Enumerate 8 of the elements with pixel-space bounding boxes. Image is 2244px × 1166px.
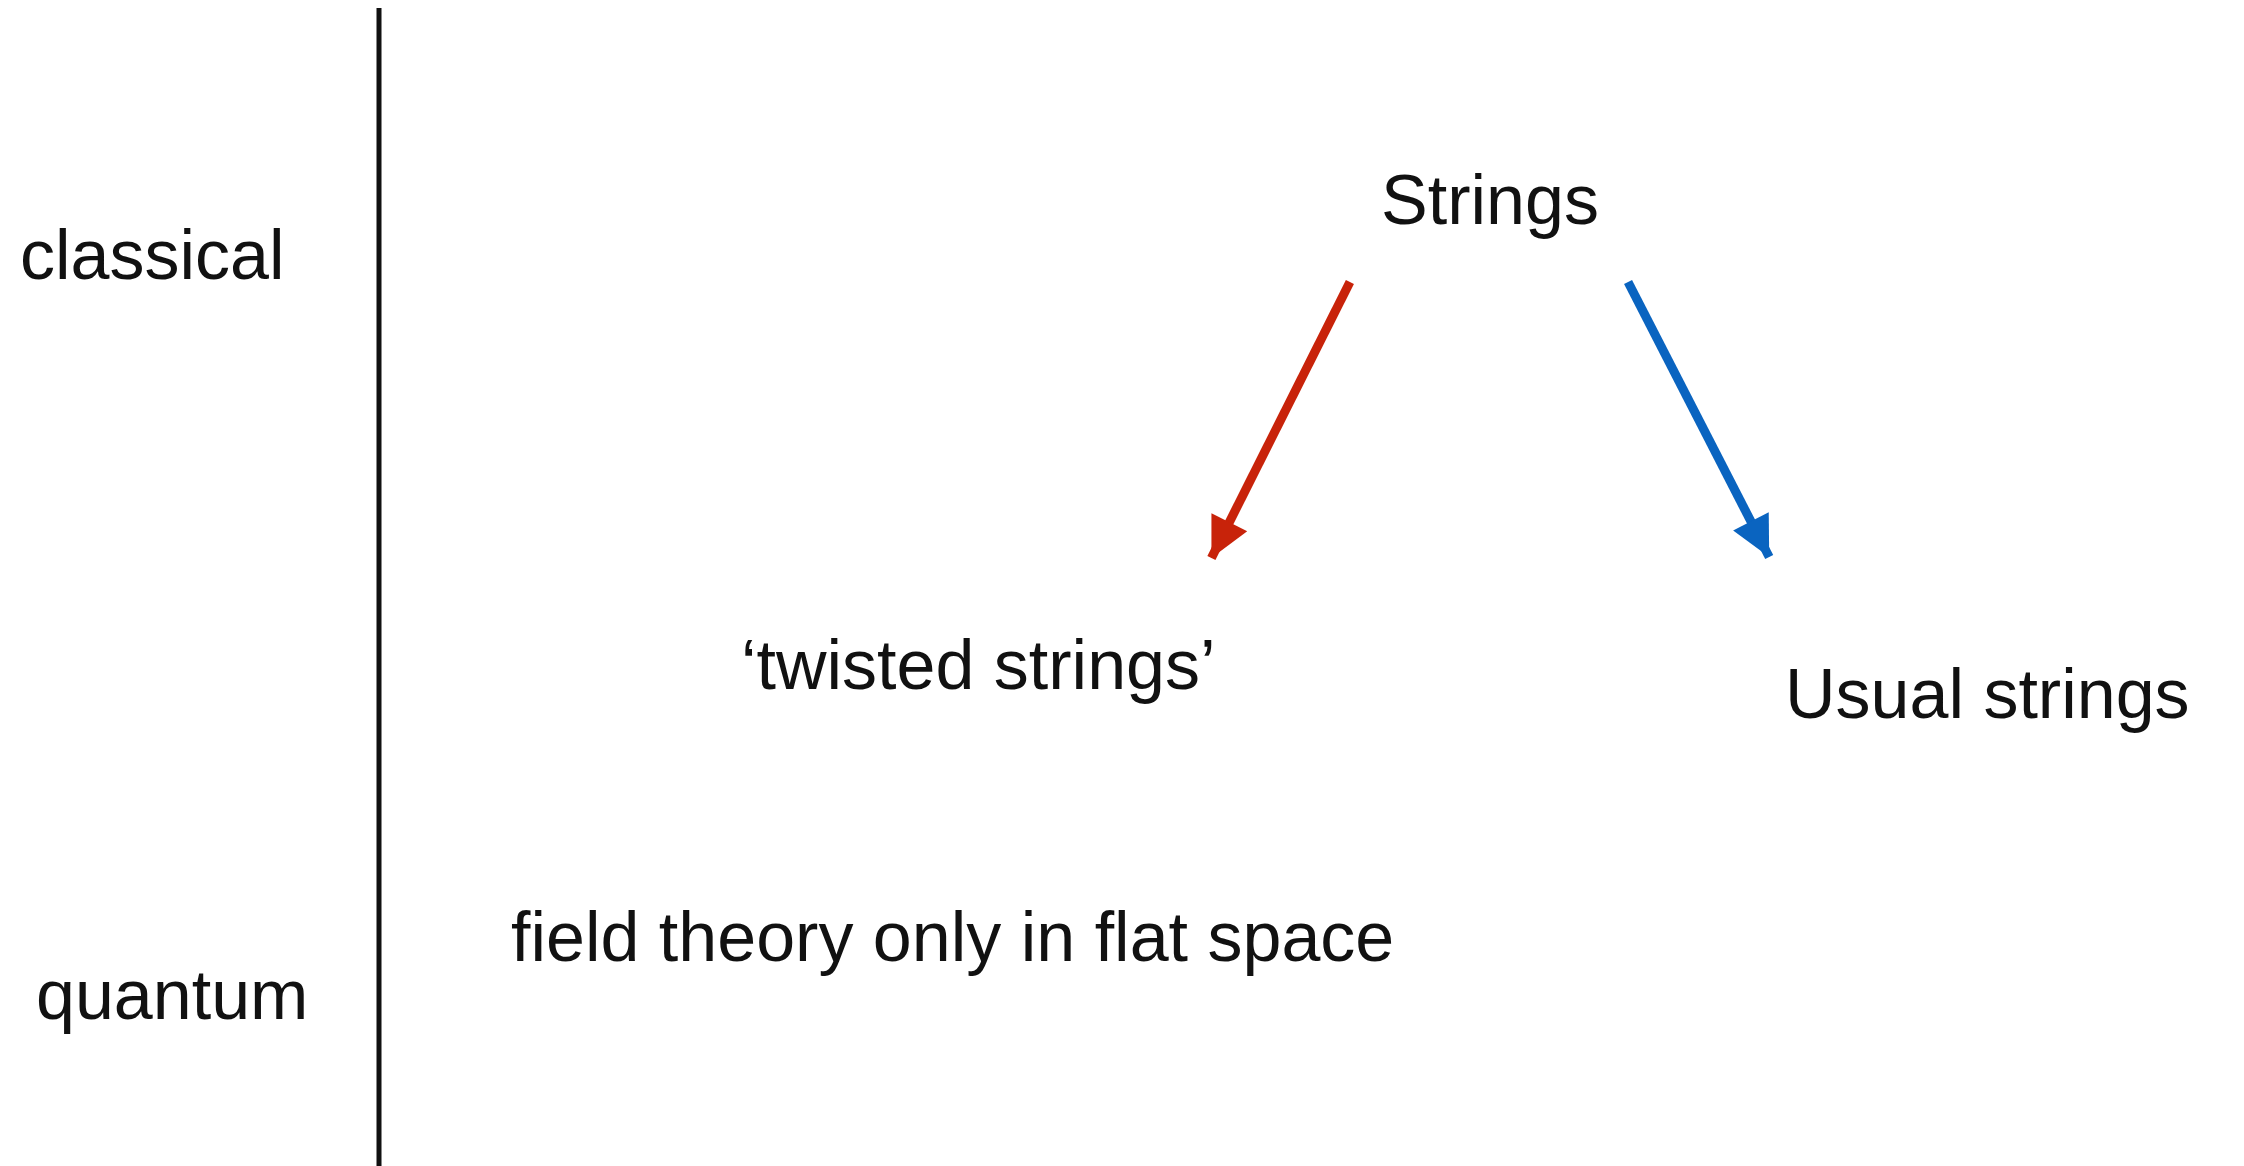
arrow xyxy=(1624,279,1774,560)
node-label: Usual strings xyxy=(1785,654,2190,735)
text-label: quantum xyxy=(36,955,309,1036)
node-label: Strings xyxy=(1381,160,1599,241)
text-label: classical xyxy=(20,215,285,296)
node-label: ‘twisted strings’ xyxy=(741,625,1216,706)
arrow xyxy=(1207,280,1354,560)
text-label: field theory only in flat space xyxy=(511,897,1395,978)
